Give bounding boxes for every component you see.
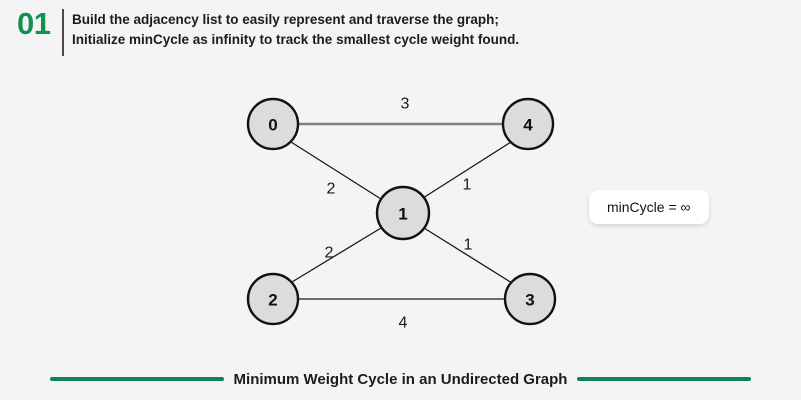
graph-node-0: 0	[246, 97, 300, 151]
graph-edge-weights: 3 2 1 2 1 4	[325, 96, 473, 332]
step-description-line-2: Initialize minCycle as infinity to track…	[72, 32, 520, 47]
footer: Minimum Weight Cycle in an Undirected Gr…	[0, 358, 801, 400]
footer-title: Minimum Weight Cycle in an Undirected Gr…	[233, 370, 568, 388]
graph-edge-1-3	[423, 227, 513, 284]
graph-visualization: 3 2 1 2 1 4 0 4 1 2 3	[0, 66, 801, 346]
edge-weight-1-2: 2	[325, 245, 334, 262]
node-label-1: 1	[398, 205, 407, 224]
footer-rule-right	[577, 377, 752, 381]
header-divider	[62, 9, 64, 56]
graph-edge-1-2	[291, 227, 382, 283]
node-label-3: 3	[525, 291, 534, 310]
graph-node-4: 4	[501, 97, 555, 151]
edge-weight-0-4: 3	[401, 96, 410, 113]
edge-weight-2-3: 4	[399, 315, 408, 332]
graph-node-1: 1	[375, 185, 431, 241]
node-circle-4	[501, 97, 555, 151]
node-label-4: 4	[523, 116, 533, 135]
graph-nodes: 0 4 1 2 3	[246, 97, 557, 326]
step-description-line-1: Build the adjacency list to easily repre…	[72, 12, 499, 27]
graph-node-2: 2	[246, 272, 300, 326]
step-description: Build the adjacency list to easily repre…	[72, 10, 632, 50]
step-header: 01 Build the adjacency list to easily re…	[0, 0, 801, 66]
node-circle-0	[246, 97, 300, 151]
graph-edges	[290, 122, 513, 300]
node-circle-2	[246, 272, 300, 326]
node-label-2: 2	[268, 291, 277, 310]
min-cycle-badge: minCycle = ∞	[589, 190, 709, 224]
graph-edge-1-4	[422, 141, 512, 199]
graph-canvas: 3 2 1 2 1 4 0 4 1 2 3	[246, 96, 557, 332]
graph-node-3: 3	[503, 272, 557, 326]
edge-weight-1-4: 1	[463, 177, 472, 194]
edge-weight-0-1: 2	[327, 181, 336, 198]
footer-rule-left	[49, 377, 224, 381]
step-number: 01	[17, 6, 51, 41]
node-label-0: 0	[268, 116, 277, 135]
graph-edge-0-1	[290, 141, 382, 200]
node-circle-3	[503, 272, 557, 326]
node-circle-1	[375, 185, 431, 241]
edge-weight-1-3: 1	[464, 237, 473, 254]
